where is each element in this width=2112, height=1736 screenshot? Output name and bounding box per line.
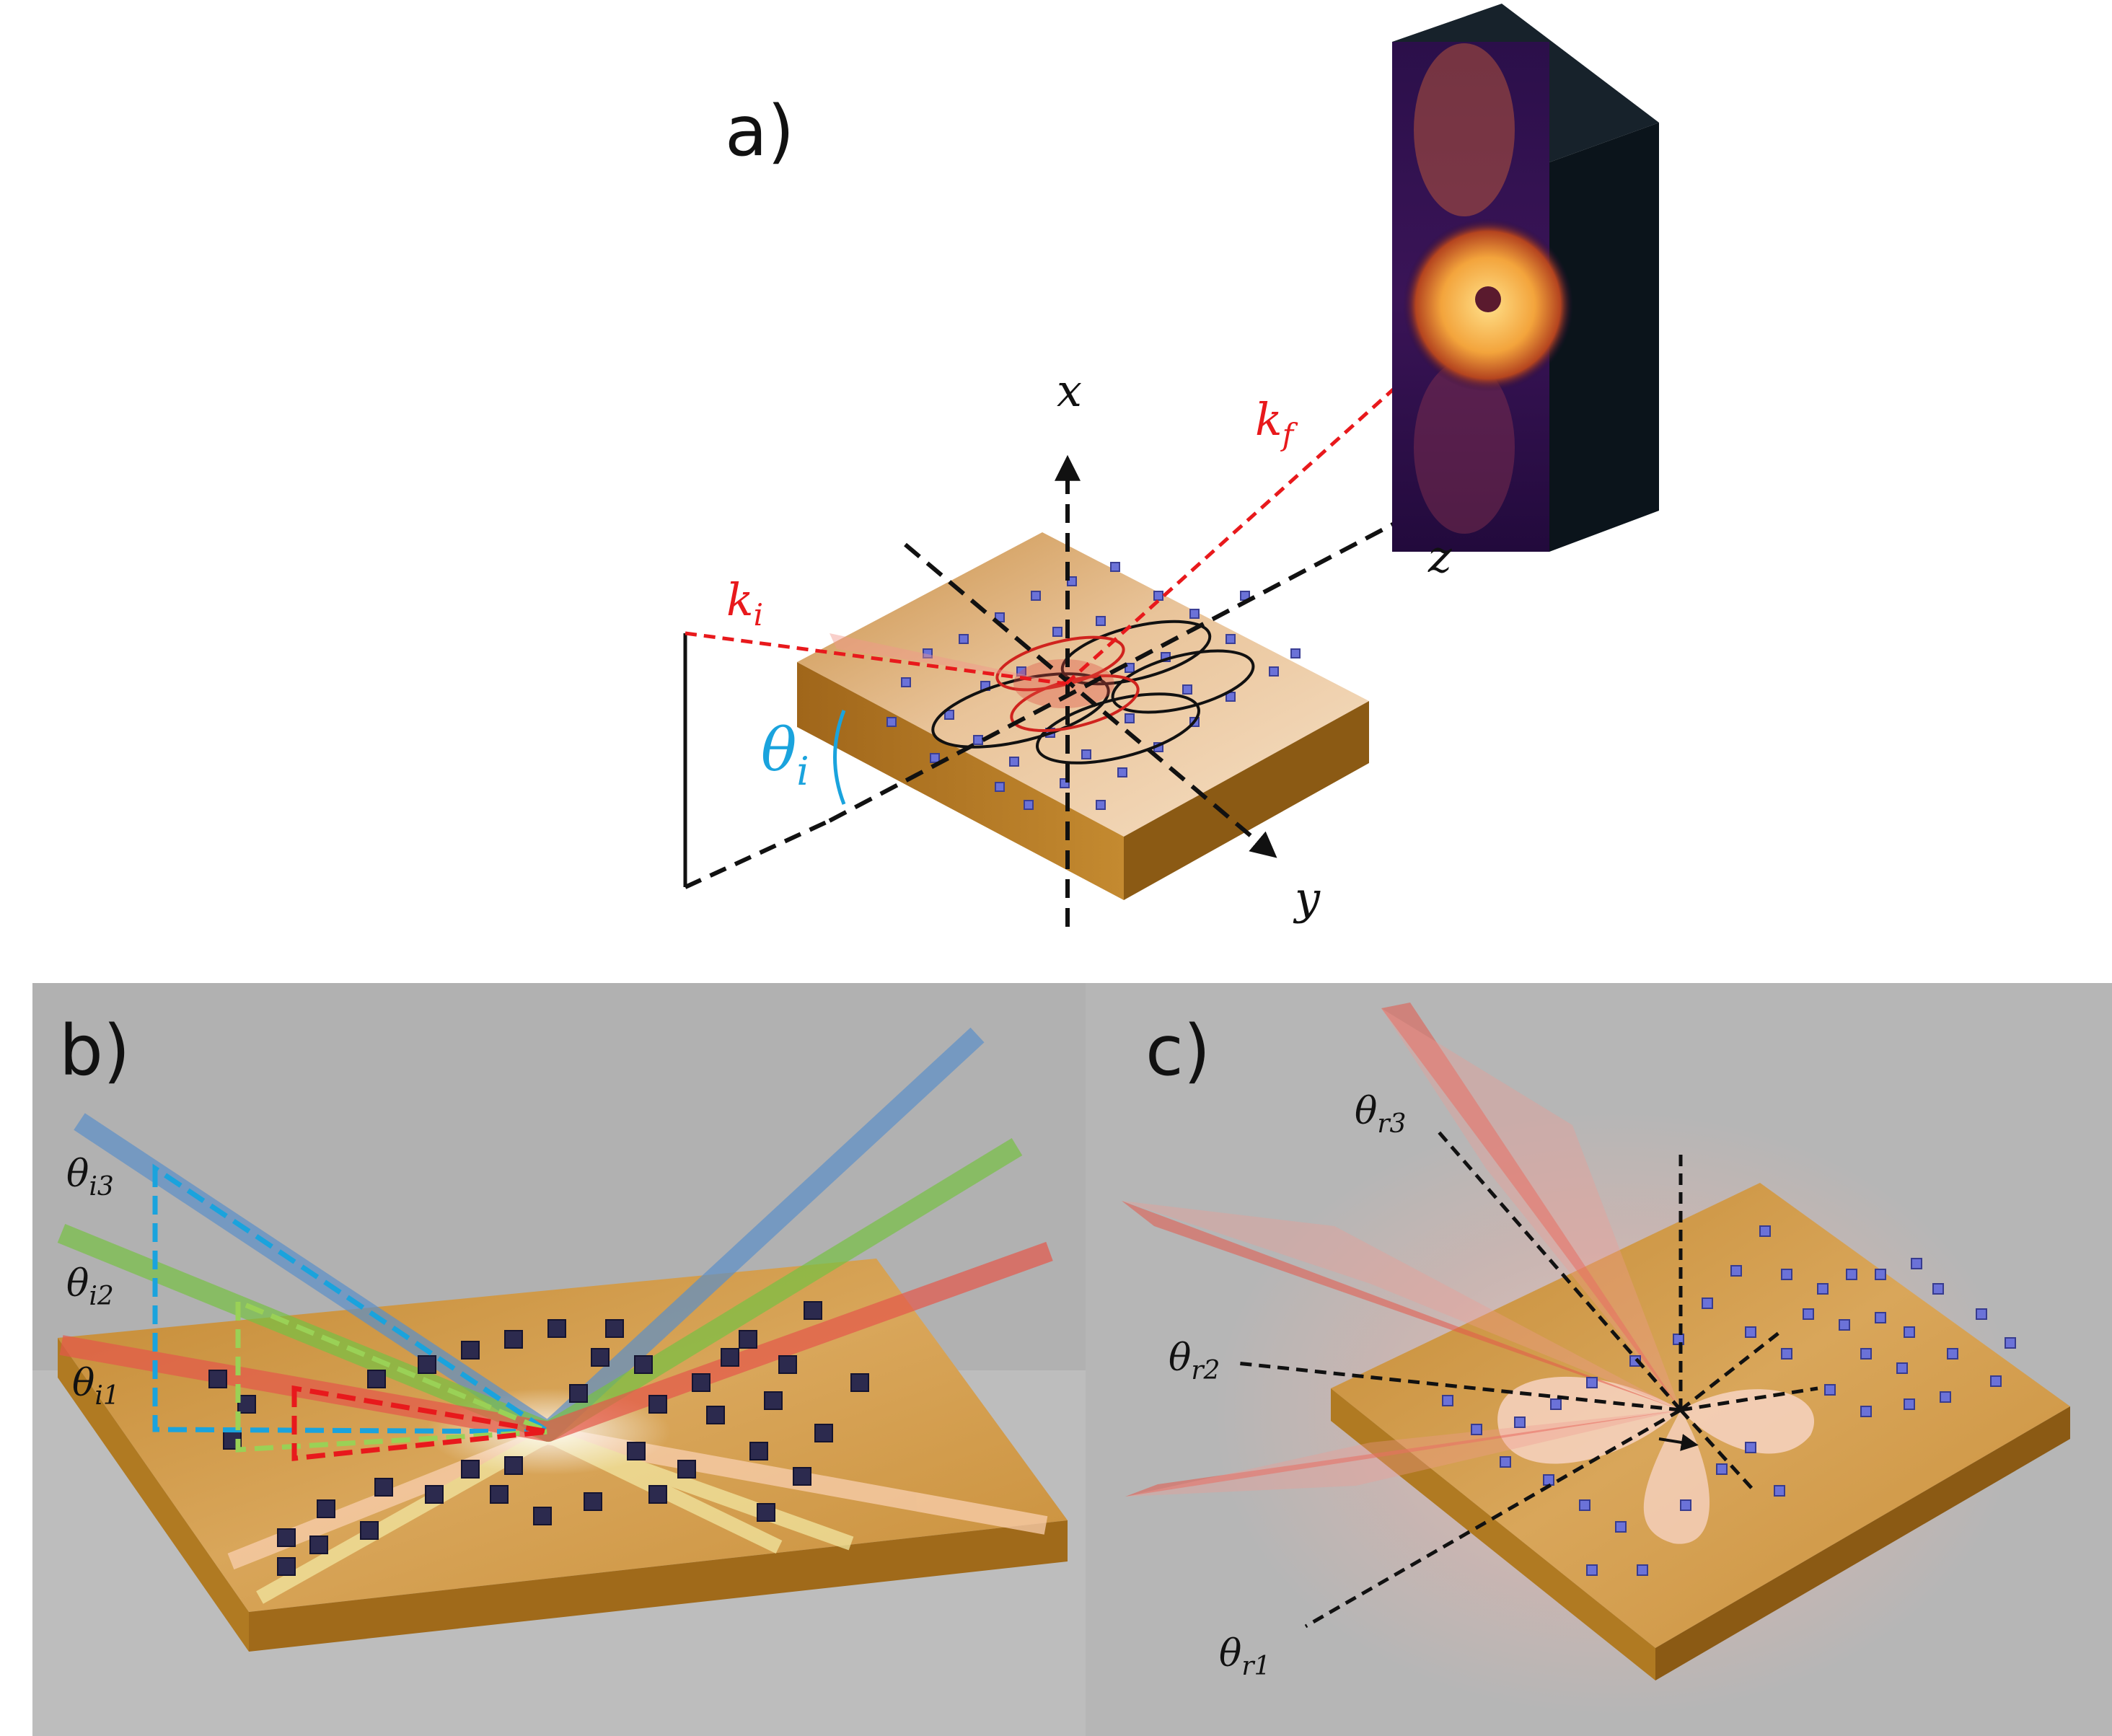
panel-c: c) θr3 θr2 θr1 — [1086, 983, 2112, 1736]
angle-triangle-3 — [152, 1163, 557, 1435]
angle-triangle-1 — [291, 1385, 549, 1461]
theta-i2-label: θi2 — [66, 1262, 114, 1311]
theta-i1-label: θi1 — [72, 1362, 120, 1411]
incident-wavevector — [685, 631, 1067, 686]
angle-reference-lines — [1236, 1131, 1818, 1629]
incidence-angle-label: θi — [761, 716, 809, 794]
reflected-beam-2 — [1122, 1201, 1681, 1410]
panel-b-label: b) — [59, 1010, 130, 1091]
sample-particles-b — [208, 1301, 869, 1576]
scatter-lobe-left — [1497, 1376, 1681, 1464]
z-axis-label: z — [1427, 530, 1452, 583]
beamstop-shadow — [1475, 286, 1501, 312]
incident-wavevector-label: ki — [726, 573, 763, 633]
panel-a: a) — [683, 4, 1659, 927]
incidence-angle-arc — [833, 710, 846, 805]
incident-beam-cone — [830, 633, 1066, 684]
z-axis — [828, 493, 1451, 823]
sample-slab — [797, 532, 1369, 900]
y-axis — [904, 542, 1277, 858]
scattered-wavevector-label: kf — [1255, 393, 1298, 452]
scattered-wavevector — [1065, 333, 1456, 685]
sample-particles — [886, 562, 1301, 810]
theta-r2-label: θr2 — [1169, 1336, 1220, 1385]
detector — [1392, 4, 1659, 552]
reflected-beam-3 — [1381, 1003, 1681, 1410]
panel-c-label: c) — [1145, 1010, 1210, 1091]
normal-indicator — [1658, 1434, 1699, 1451]
theta-i3-label: θi3 — [66, 1153, 114, 1202]
x-axis-label: x — [1057, 364, 1082, 417]
panel-a-label: a) — [725, 91, 794, 172]
y-axis-label: y — [1293, 872, 1321, 925]
reflected-beam-1 — [1125, 1410, 1681, 1497]
theta-r3-label: θr3 — [1355, 1090, 1406, 1139]
panel-b: b) θi3 θi2 θi1 — [32, 983, 1086, 1736]
angle-triangle-2 — [235, 1297, 550, 1453]
z-axis-back — [684, 819, 831, 889]
theta-r1-label: θr1 — [1219, 1632, 1270, 1681]
scatter-lobe-right — [1681, 1389, 1815, 1454]
